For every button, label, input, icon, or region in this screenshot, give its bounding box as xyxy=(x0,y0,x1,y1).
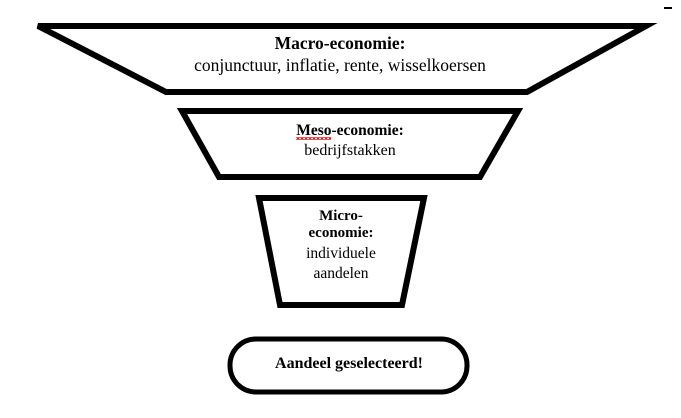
macro-trapezoid xyxy=(36,23,658,95)
stray-dash-mark xyxy=(664,7,672,9)
meso-trapezoid xyxy=(176,108,524,180)
result-rounded-rectangle xyxy=(227,336,470,395)
micro-trapezoid xyxy=(255,195,428,308)
